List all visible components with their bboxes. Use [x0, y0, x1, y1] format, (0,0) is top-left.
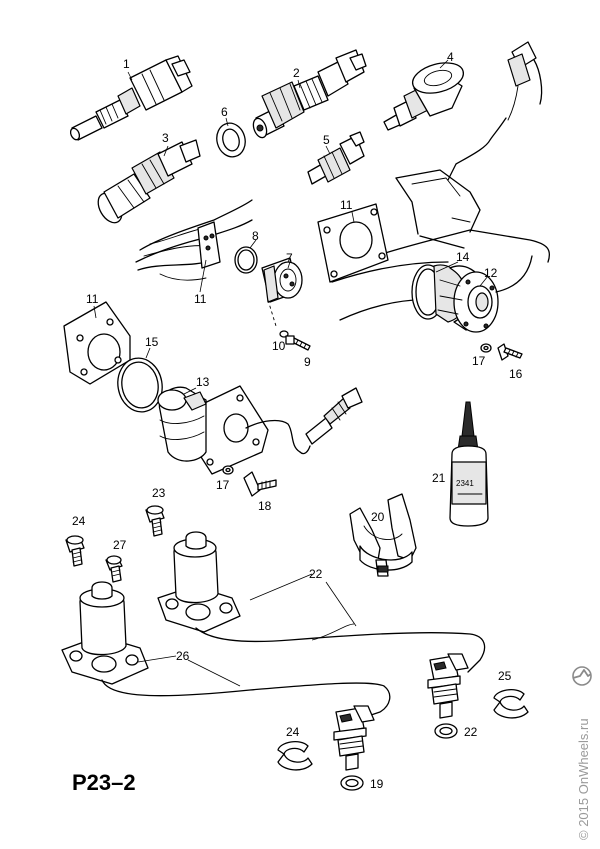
callout-10: 10 — [272, 339, 286, 353]
part-26-bolt — [65, 535, 85, 567]
callout-11-left: 11 — [86, 292, 99, 306]
callout-7: 7 — [286, 251, 293, 265]
part-8-oring — [234, 246, 258, 274]
diagram-reference-code: P23–2 — [72, 770, 136, 795]
top-right-cable — [447, 41, 543, 181]
callout-17-right: 17 — [472, 354, 486, 368]
part-17-washer-left — [222, 465, 234, 475]
callout-16: 16 — [509, 367, 523, 381]
bottle-label: 2341 — [456, 479, 474, 488]
callout-14: 14 — [456, 250, 470, 264]
part-21-solenoid — [157, 531, 486, 673]
part-24-clip-right — [493, 688, 529, 719]
callout-18: 18 — [258, 499, 272, 513]
part-20-bottle: 2341 — [449, 401, 489, 527]
part-1-sensor — [69, 55, 193, 141]
part-24-clip-left — [277, 740, 313, 771]
callout-26: 24 — [72, 514, 86, 528]
connector-right — [427, 653, 469, 719]
callout-4: 4 — [447, 50, 454, 64]
part-11-gasket-upper — [317, 203, 389, 283]
part-22-washer-lower — [340, 775, 364, 791]
part-12-pump — [433, 255, 533, 333]
part-18-bolt — [243, 471, 277, 497]
part-2-switch — [252, 49, 367, 139]
part-23-bolt — [145, 505, 165, 537]
part-13-solenoid — [157, 385, 363, 475]
part-3-switch — [97, 139, 201, 224]
watermark-text: © 2015 OnWheels.ru — [576, 718, 591, 840]
callout-11-housing: 11 — [194, 292, 207, 306]
part-4-sensor — [383, 62, 465, 131]
callout-19: 20 — [371, 510, 385, 524]
callout-21: 22 — [309, 567, 323, 581]
part-15-oring — [117, 357, 163, 413]
callout-8: 8 — [252, 229, 259, 243]
callout-22-right: 22 — [464, 725, 478, 739]
part-9-bolt — [285, 335, 311, 351]
callout-3: 3 — [162, 131, 169, 145]
callout-22-lower: 19 — [370, 777, 384, 791]
part-22-washer-right — [434, 723, 458, 739]
leader-lines — [93, 59, 489, 687]
callout-6: 6 — [221, 105, 228, 119]
part-16-bolt — [497, 343, 523, 361]
callouts: 1 2 4 3 6 5 11 8 7 11 14 12 10 9 17 16 1… — [72, 50, 523, 791]
callout-13: 13 — [196, 375, 210, 389]
callout-25: 26 — [176, 649, 190, 663]
callout-2: 2 — [293, 66, 300, 80]
callout-5: 5 — [323, 133, 330, 147]
callout-1: 1 — [123, 57, 130, 71]
connector-lower — [333, 705, 375, 771]
part-5-switch — [307, 131, 365, 185]
housing-outline — [135, 199, 253, 281]
callout-17-left: 17 — [216, 478, 230, 492]
part-27-bolt — [105, 555, 123, 583]
callout-20: 21 — [432, 471, 446, 485]
part-19-bracket — [349, 493, 417, 577]
callout-12: 12 — [484, 266, 498, 280]
part-17-washer-right — [480, 343, 492, 353]
callout-27: 27 — [113, 538, 127, 552]
callout-24-right: 25 — [498, 669, 512, 683]
part-6-washer — [216, 122, 246, 158]
callout-9: 9 — [304, 355, 311, 369]
part-7-sensor — [261, 257, 303, 327]
callout-11-upper: 11 — [340, 198, 353, 212]
callout-15: 15 — [145, 335, 159, 349]
callout-23: 23 — [152, 486, 166, 500]
opel-logo-icon — [572, 666, 592, 686]
callout-24-left: 24 — [286, 725, 300, 739]
part-25-solenoid — [61, 581, 391, 717]
